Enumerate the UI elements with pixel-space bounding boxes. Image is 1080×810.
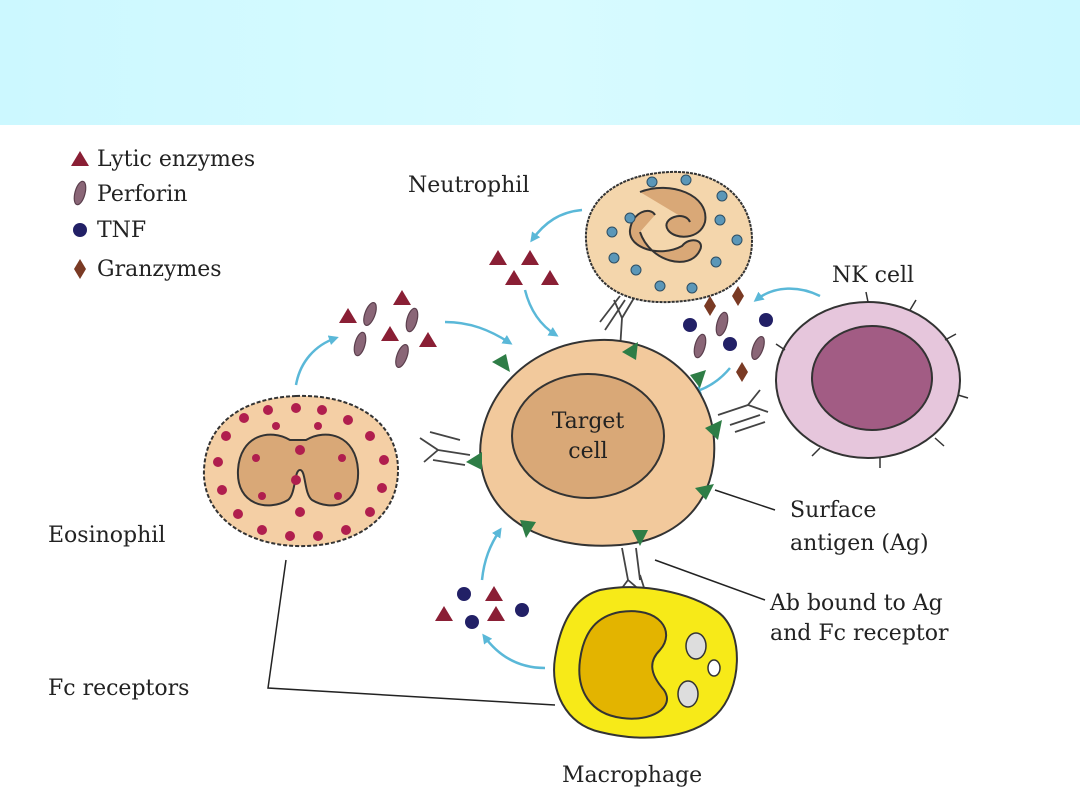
macrophage-phagosomes [677, 632, 721, 708]
macrophage-released-granules [435, 586, 529, 629]
eosinophil-released-granules [339, 290, 437, 370]
eosinophil-label: Eosinophil [48, 523, 165, 548]
neutrophil-body [584, 170, 754, 304]
ab-bound-label-line1: Ab bound to Ag [769, 591, 943, 616]
surface-antigen-line [714, 489, 776, 511]
neutrophil-lytic-enzymes [489, 250, 559, 285]
surface-antigens [466, 342, 722, 546]
nk-released-granules [683, 286, 773, 382]
antibodies [419, 295, 769, 597]
neutrophil-release-arrow [530, 208, 583, 243]
legend-perforin: Perforin [97, 182, 187, 207]
antibody-nk [717, 389, 769, 433]
neutrophil-granules [606, 174, 743, 294]
eosinophil-to-target-arrow [444, 320, 513, 345]
surface-antigen-label-line1: Surface [790, 498, 876, 523]
target-cell: Target cell [466, 338, 722, 547]
nk-release-arrow [753, 287, 821, 302]
fc-receptor-line [267, 559, 556, 706]
tnf-legend-icon [73, 223, 87, 237]
perforin-legend-icon [71, 179, 89, 207]
lytic-enzyme-legend-icon [71, 151, 89, 166]
macrophage-nucleus [578, 610, 668, 720]
antibody-eosinophil [419, 431, 471, 466]
legend: Lytic enzymes Perforin TNF Granzymes [71, 147, 255, 282]
macrophage-label: Macrophage [562, 763, 702, 788]
eosinophil-granules [213, 403, 389, 541]
header-band [0, 0, 1080, 125]
nk-cell: NK cell [775, 263, 969, 468]
neutrophil-cell: Neutrophil [408, 170, 754, 304]
legend-tnf: TNF [97, 218, 146, 243]
macrophage-release-arrow [482, 633, 546, 670]
nk-cell-label: NK cell [832, 263, 914, 288]
connector-lines [267, 489, 776, 706]
neutrophil-label: Neutrophil [408, 173, 529, 198]
granzyme-legend-icon [74, 259, 86, 279]
macrophage-cell: Macrophage [553, 586, 738, 788]
target-cell-label-line2: cell [568, 439, 607, 464]
neutrophil-to-target-arrow [523, 289, 559, 337]
eosinophil-nucleus [236, 433, 360, 507]
eosinophil-release-arrow [294, 335, 339, 386]
legend-lytic-enzymes: Lytic enzymes [97, 147, 255, 172]
target-cell-label-line1: Target [552, 409, 625, 434]
nk-cell-spikes [775, 291, 969, 468]
ab-bound-line [654, 559, 766, 601]
macrophage-to-target-arrow [480, 527, 502, 581]
surface-antigen-label-line2: antigen (Ag) [790, 531, 929, 556]
eosinophil-cell: Eosinophil [48, 394, 400, 548]
ab-bound-label-line2: and Fc receptor [770, 621, 949, 646]
antibody-neutrophil [599, 295, 635, 351]
legend-granzymes: Granzymes [97, 257, 222, 282]
fc-receptors-label: Fc receptors [48, 676, 189, 701]
nk-cell-nucleus [811, 325, 933, 431]
target-cell-nucleus [511, 373, 665, 499]
